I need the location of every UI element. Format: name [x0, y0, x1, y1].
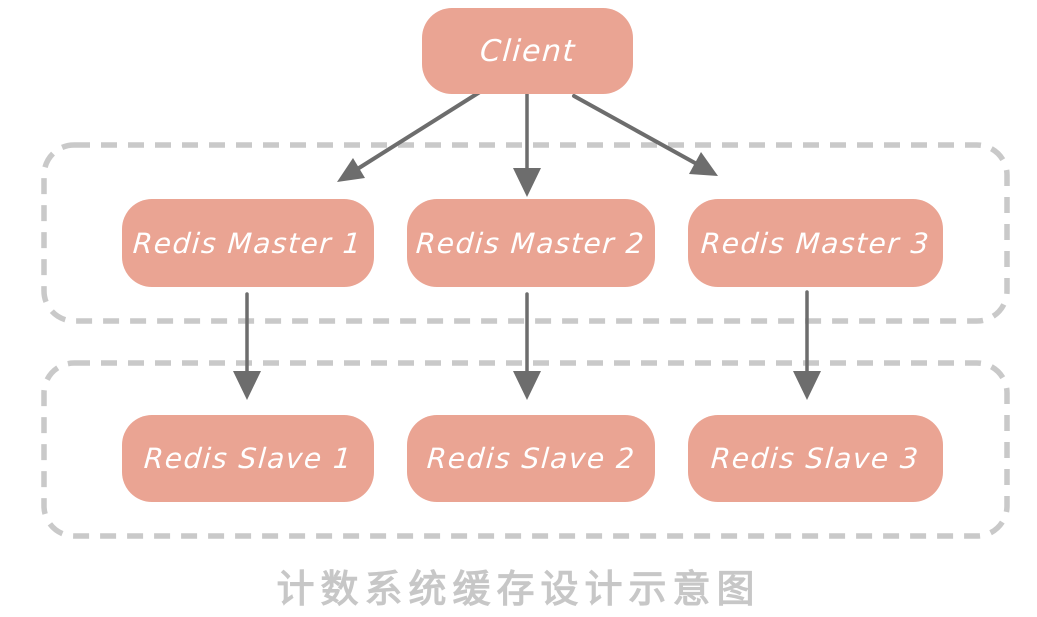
slaves-group-border [41, 360, 1010, 539]
node-redis-slave-2-label: Redis Slave 2 [425, 442, 637, 475]
edge-client-master3-arrowhead-icon [689, 152, 718, 176]
diagram-caption: 计数系统缓存设计示意图 [276, 567, 761, 611]
edge-client-master3-line [572, 94, 697, 165]
node-redis-master-1: Redis Master 1 [122, 199, 374, 287]
edge-master2-slave2-arrowhead-icon [513, 371, 541, 400]
edge-client-master1-arrowhead-icon [337, 158, 365, 182]
node-client: Client [422, 8, 633, 94]
edge-master1-slave1-arrowhead-icon [233, 371, 261, 400]
node-redis-slave-1: Redis Slave 1 [122, 415, 374, 502]
node-redis-slave-3-label: Redis Slave 3 [710, 442, 921, 475]
node-redis-master-2: Redis Master 2 [407, 199, 655, 287]
node-redis-master-1-label: Redis Master 1 [132, 226, 364, 260]
node-client-label: Client [478, 33, 577, 69]
node-redis-master-3: Redis Master 3 [688, 199, 943, 287]
node-redis-slave-3: Redis Slave 3 [688, 415, 943, 502]
node-redis-master-2-label: Redis Master 2 [415, 226, 647, 260]
edge-client-master1-line [357, 88, 485, 170]
node-redis-slave-2: Redis Slave 2 [407, 415, 655, 502]
node-redis-slave-1-label: Redis Slave 1 [142, 442, 354, 475]
node-redis-master-3-label: Redis Master 3 [699, 226, 932, 260]
edge-master3-slave3-arrowhead-icon [793, 371, 821, 400]
masters-group-border [41, 142, 1010, 324]
edge-client-master2-arrowhead-icon [513, 168, 541, 197]
